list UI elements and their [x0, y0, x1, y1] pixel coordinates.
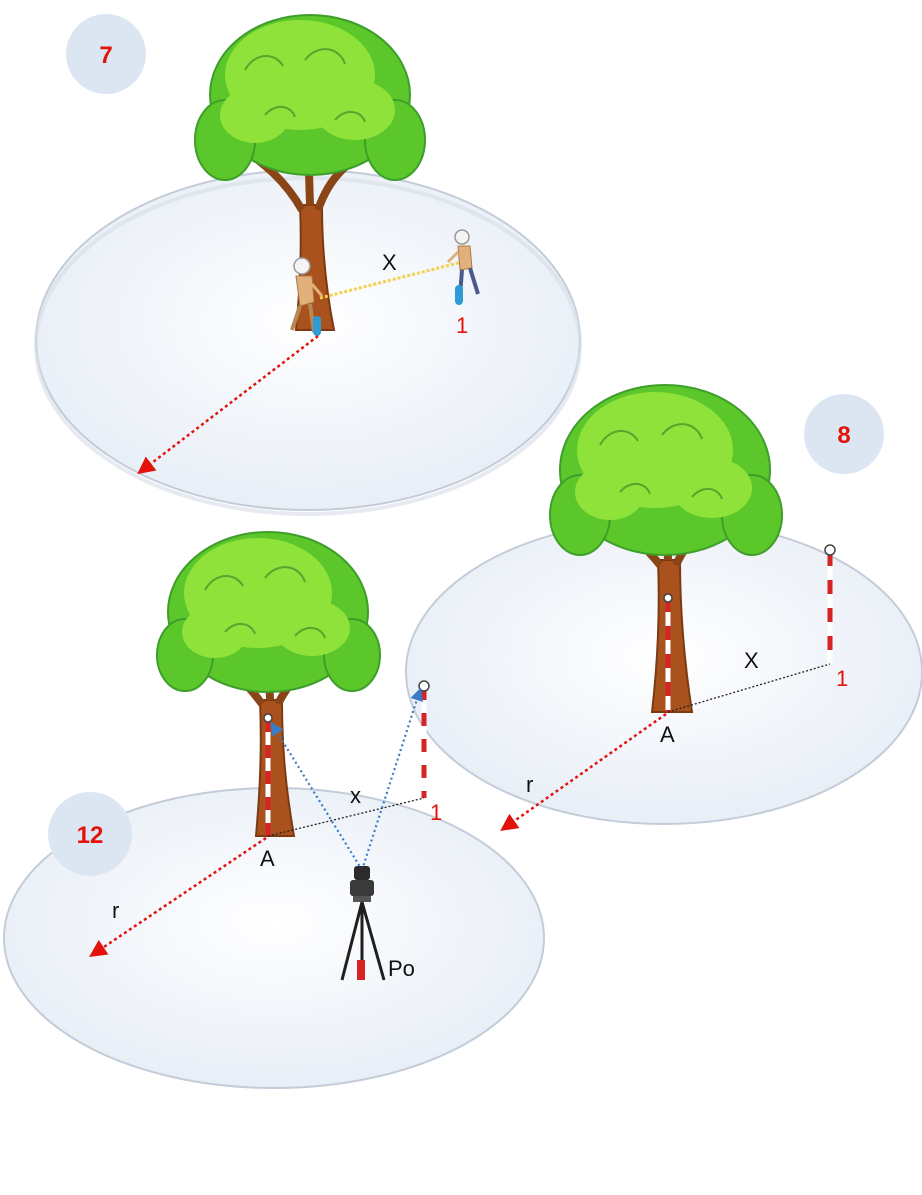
panel-12: 12 [3, 531, 545, 1089]
distance-label: x [350, 783, 361, 808]
step-number: 8 [837, 422, 850, 449]
tree-icon [156, 531, 381, 837]
sight-line [360, 687, 424, 871]
point-label: 1 [456, 313, 468, 338]
step-number: 12 [77, 822, 104, 849]
sight-line [270, 721, 363, 871]
radius-label: r [112, 898, 119, 923]
distance-label: X [382, 250, 397, 275]
radius-arrow [89, 836, 267, 957]
step-badge [66, 14, 146, 94]
step-number: 7 [99, 42, 112, 69]
ranging-pole-icon [418, 680, 430, 798]
peg-icon [313, 316, 321, 336]
ranging-pole-icon [663, 593, 673, 712]
center-label: A [260, 846, 275, 871]
total-station-tripod-icon [340, 866, 386, 981]
panel-7: 7 X [34, 14, 582, 516]
distance-line [267, 797, 425, 837]
point-label: 1 [836, 666, 848, 691]
center-label: A [660, 722, 675, 747]
station-label: Po [388, 956, 415, 981]
ranging-pole-icon [824, 544, 836, 664]
distance-line [667, 663, 831, 713]
peg-icon [455, 285, 463, 305]
ranging-pole-icon [263, 713, 273, 836]
point-label: 1 [430, 800, 442, 825]
measuring-tape-icon [319, 260, 463, 300]
tree-icon [549, 384, 783, 713]
panel-8: 8 [405, 384, 922, 832]
radius-arrow [137, 335, 319, 475]
step-badge [804, 394, 884, 474]
step-badge [48, 792, 132, 876]
tree-icon [194, 14, 426, 331]
radius-label: r [526, 772, 533, 797]
distance-label: X [744, 648, 759, 673]
